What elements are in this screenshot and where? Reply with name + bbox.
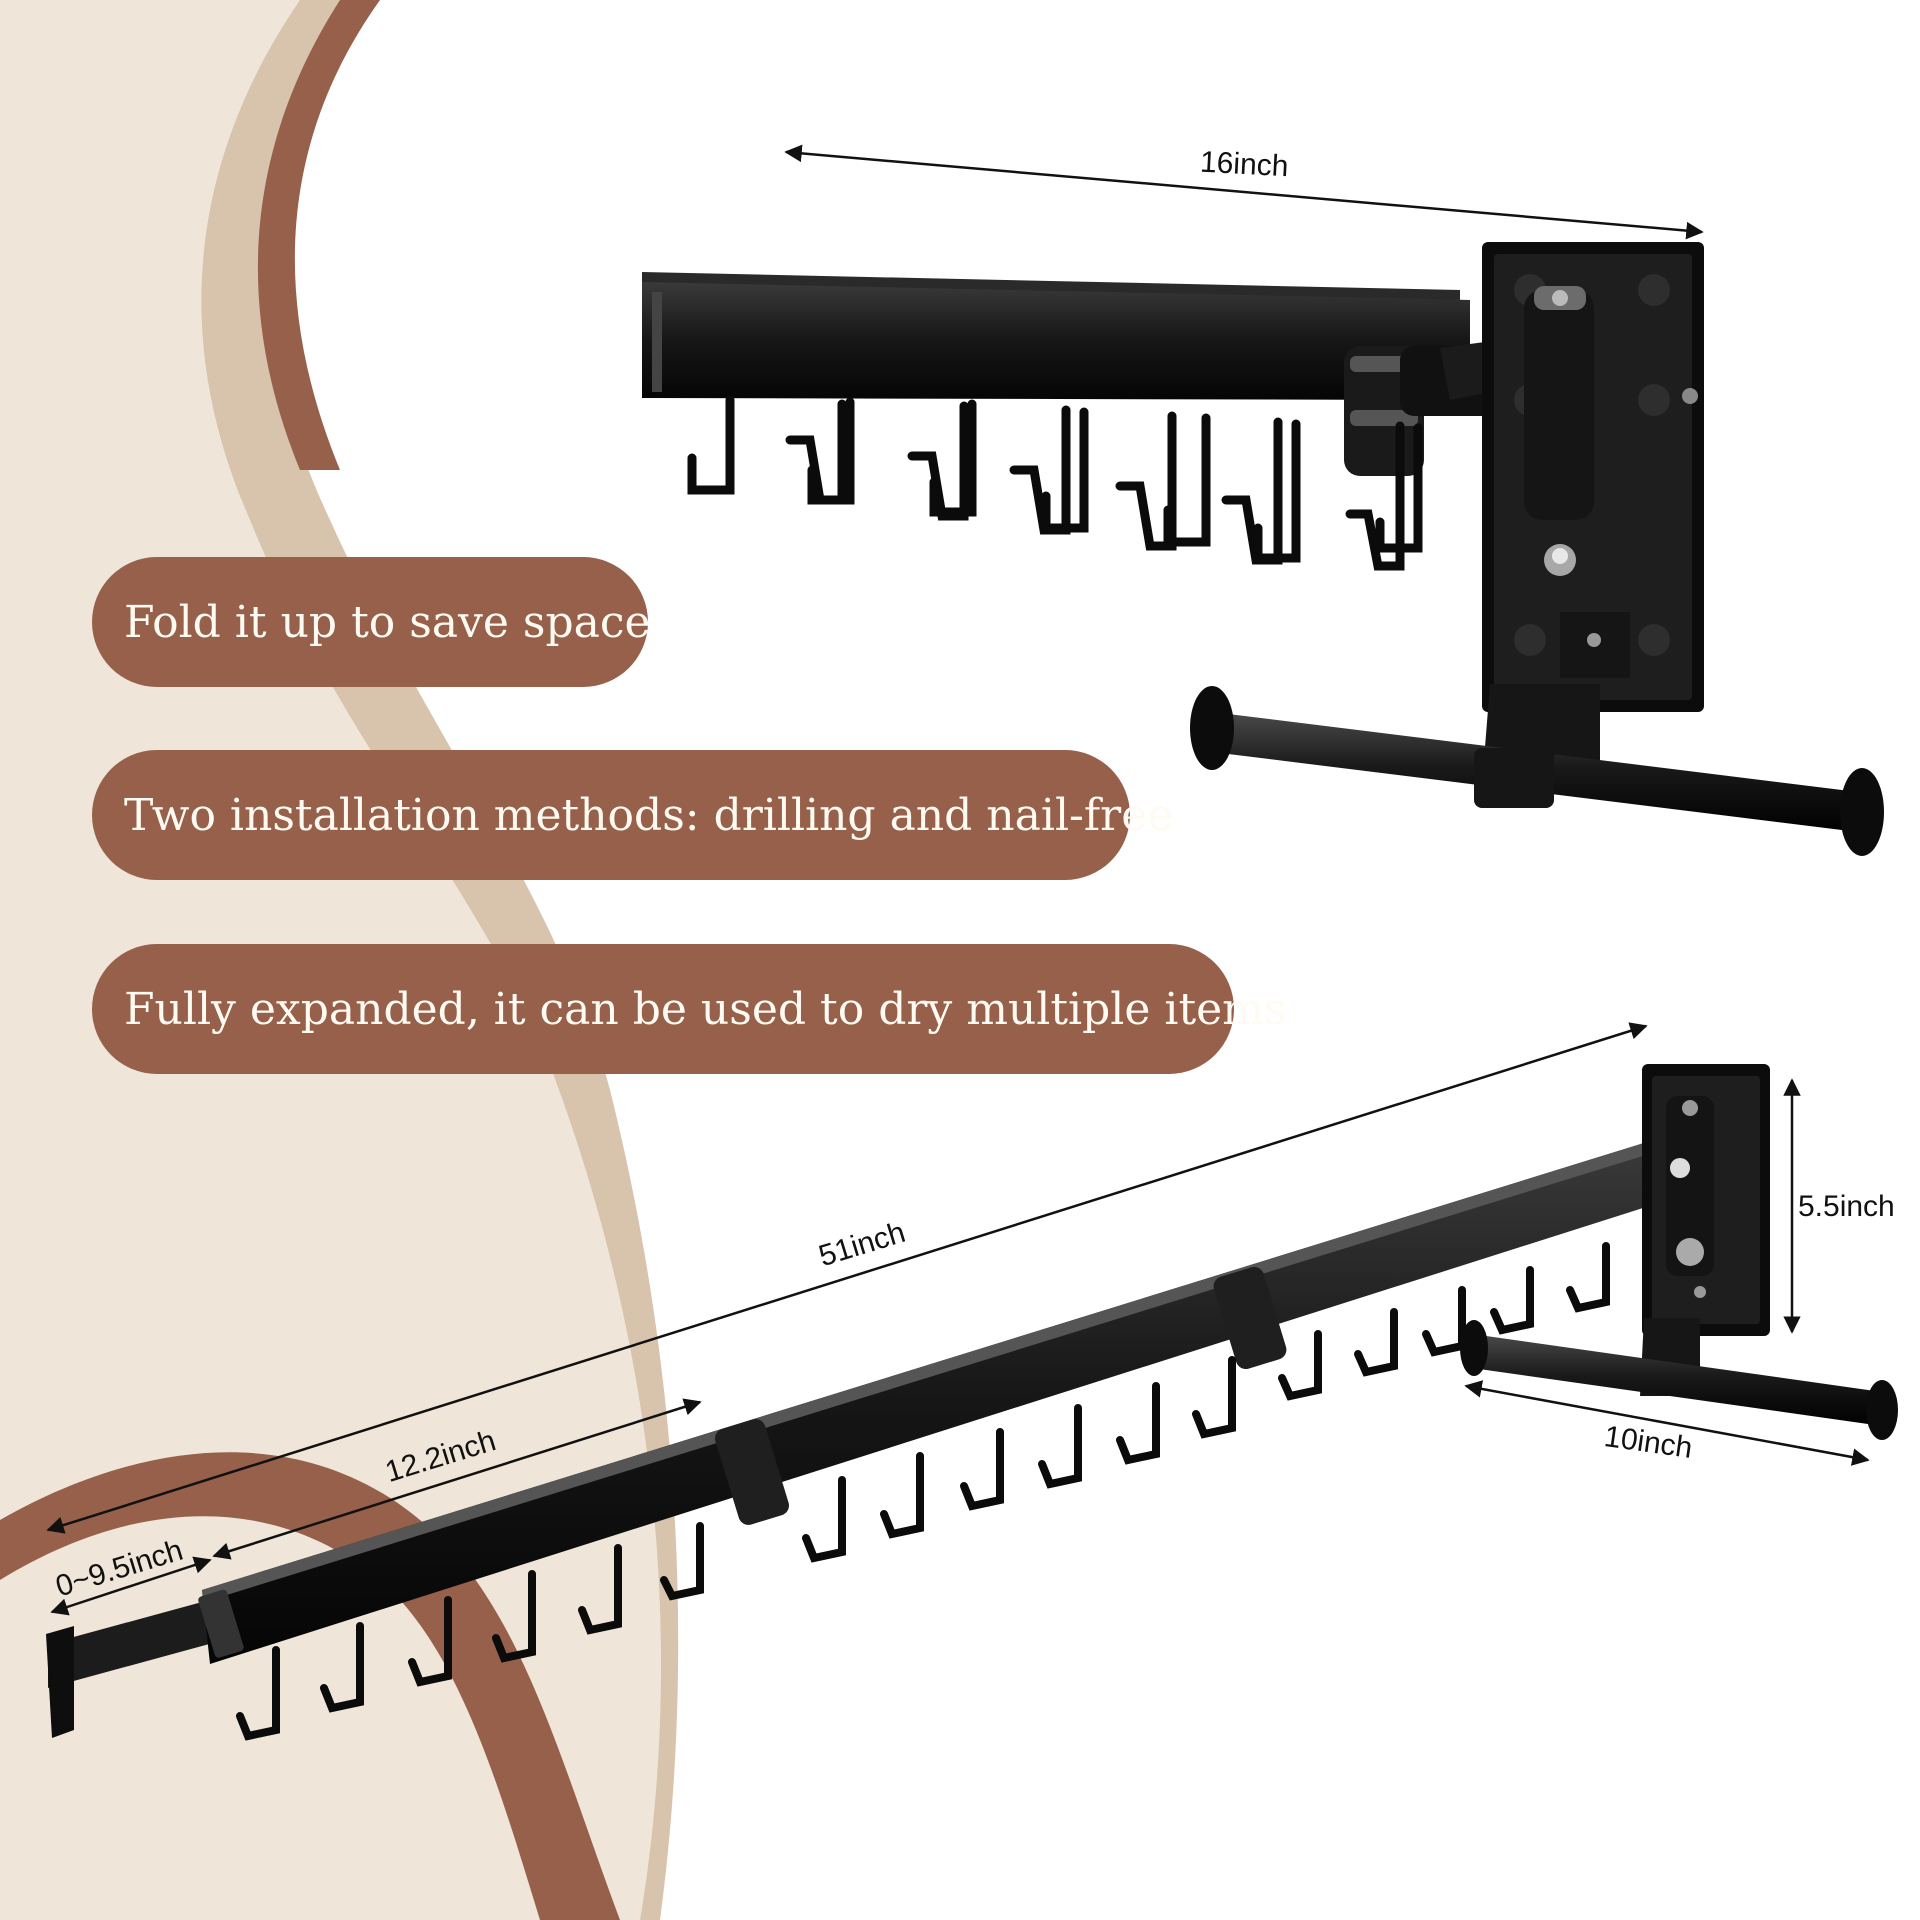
feature-label-text: Fully expanded, it can be used to dry mu… [124, 983, 1287, 1035]
folded-rack [642, 242, 1884, 856]
feature-label-expand: Fully expanded, it can be used to dry mu… [92, 944, 1286, 1074]
feature-label-text: Two installation methods: drilling and n… [124, 789, 1174, 841]
arrow-icon [784, 144, 1704, 240]
feature-label-install: Two installation methods: drilling and n… [92, 750, 1173, 880]
arrow-icon [212, 1398, 702, 1560]
feature-label-text: Fold it up to save space [124, 596, 651, 648]
arrow-icon [1464, 1380, 1870, 1466]
feature-label-fold: Fold it up to save space [92, 557, 651, 687]
arrow-icon [50, 1556, 212, 1616]
dimension-folded-length: 16inch [1199, 145, 1290, 184]
dimension-bracket-height: 5.5inch [1798, 1190, 1895, 1223]
